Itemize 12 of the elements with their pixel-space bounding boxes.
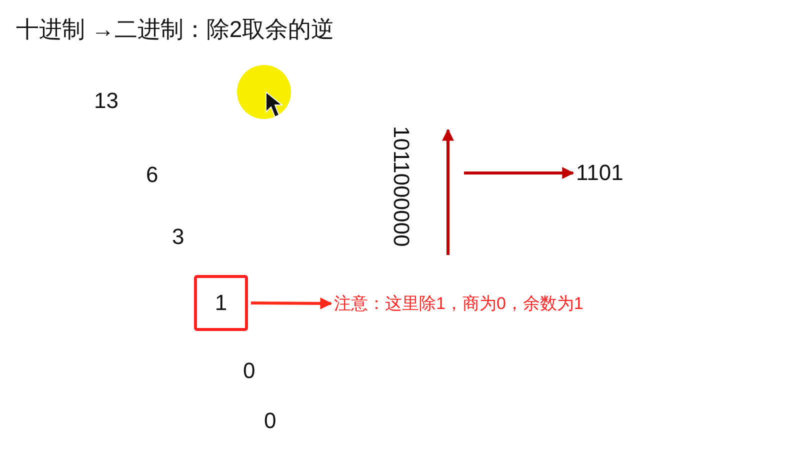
arrow (250, 297, 332, 310)
result-number: 1101 (576, 160, 624, 186)
arrow (464, 167, 574, 179)
title: 十进制 →二进制：除2取余的逆 (16, 15, 334, 44)
quotient-number: 13 (94, 88, 118, 114)
number-box: 1 (194, 275, 248, 331)
quotient-number: 0 (264, 408, 276, 434)
quotient-number: 6 (146, 162, 158, 188)
binary-digits: 1011000000 (388, 126, 414, 247)
quotient-number: 0 (243, 358, 256, 384)
quotient-number: 3 (172, 224, 184, 250)
note-text: 注意：这里除1，商为0，余数为1 (334, 292, 584, 315)
